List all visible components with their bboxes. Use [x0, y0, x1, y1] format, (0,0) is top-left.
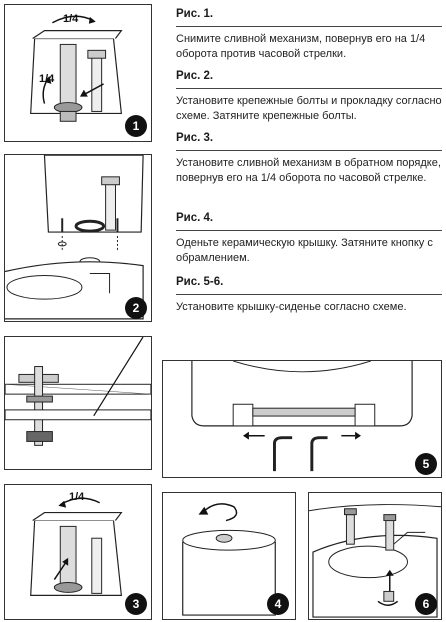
instruction-step-1: Рис. 1. Снимите сливной механизм, поверн…: [176, 8, 442, 62]
figure-badge-2: 2: [125, 297, 147, 319]
figure-badge-4: 4: [267, 593, 289, 615]
instruction-step-2: Рис. 2. Установите крепежные болты и про…: [176, 70, 442, 124]
instruction-step-4: Рис. 4. Оденьте керамическую крышку. Зат…: [176, 212, 442, 266]
figure-badge-6: 6: [415, 593, 437, 615]
divider: [176, 230, 442, 231]
instruction-step-3: Рис. 3. Установите сливной механизм в об…: [176, 132, 442, 186]
step-text: Оденьте керамическую крышку. Затяните кн…: [176, 237, 433, 264]
step-text: Установите сливной механизм в обратном п…: [176, 157, 441, 184]
step-text: Установите крепежные болты и прокладку с…: [176, 95, 442, 122]
figure-6-drawing: [309, 504, 441, 618]
bolt-detail-drawing: [5, 337, 151, 446]
figure-3-drawing: [30, 497, 123, 596]
step-title: Рис. 1.: [176, 8, 214, 20]
rotation-label-top: 1/4: [69, 491, 85, 503]
divider: [176, 150, 442, 151]
step-title: Рис. 2.: [176, 70, 214, 82]
figure-1-drawing: [30, 15, 123, 122]
rotation-label-side: 1/4: [39, 73, 55, 85]
figure-5: 5: [162, 360, 442, 478]
step-title: Рис. 3.: [176, 132, 214, 144]
figure-5-drawing: [191, 361, 413, 472]
divider: [176, 26, 442, 27]
step-text: Установите крышку-сиденье согласно схеме…: [176, 301, 407, 313]
step-title: Рис. 5-6.: [176, 276, 224, 288]
figure-4: 4: [162, 492, 296, 620]
figure-2-drawing: [5, 155, 144, 320]
figure-6: 6: [308, 492, 442, 620]
figure-badge-1: 1: [125, 115, 147, 137]
divider: [176, 88, 442, 89]
figure-4-drawing: [182, 503, 276, 616]
figure-badge-3: 3: [125, 593, 147, 615]
instruction-step-5-6: Рис. 5-6. Установите крышку-сиденье согл…: [176, 276, 442, 315]
bolt-detail: [4, 336, 152, 470]
figure-2: 2: [4, 154, 152, 322]
figure-badge-5: 5: [415, 453, 437, 475]
step-title: Рис. 4.: [176, 212, 214, 224]
step-text: Снимите сливной механизм, повернув его н…: [176, 33, 426, 60]
divider: [176, 294, 442, 295]
rotation-label-top: 1/4: [63, 13, 79, 25]
figure-1: 1/4 1/4 1: [4, 4, 152, 142]
figure-3: 1/4 3: [4, 484, 152, 620]
